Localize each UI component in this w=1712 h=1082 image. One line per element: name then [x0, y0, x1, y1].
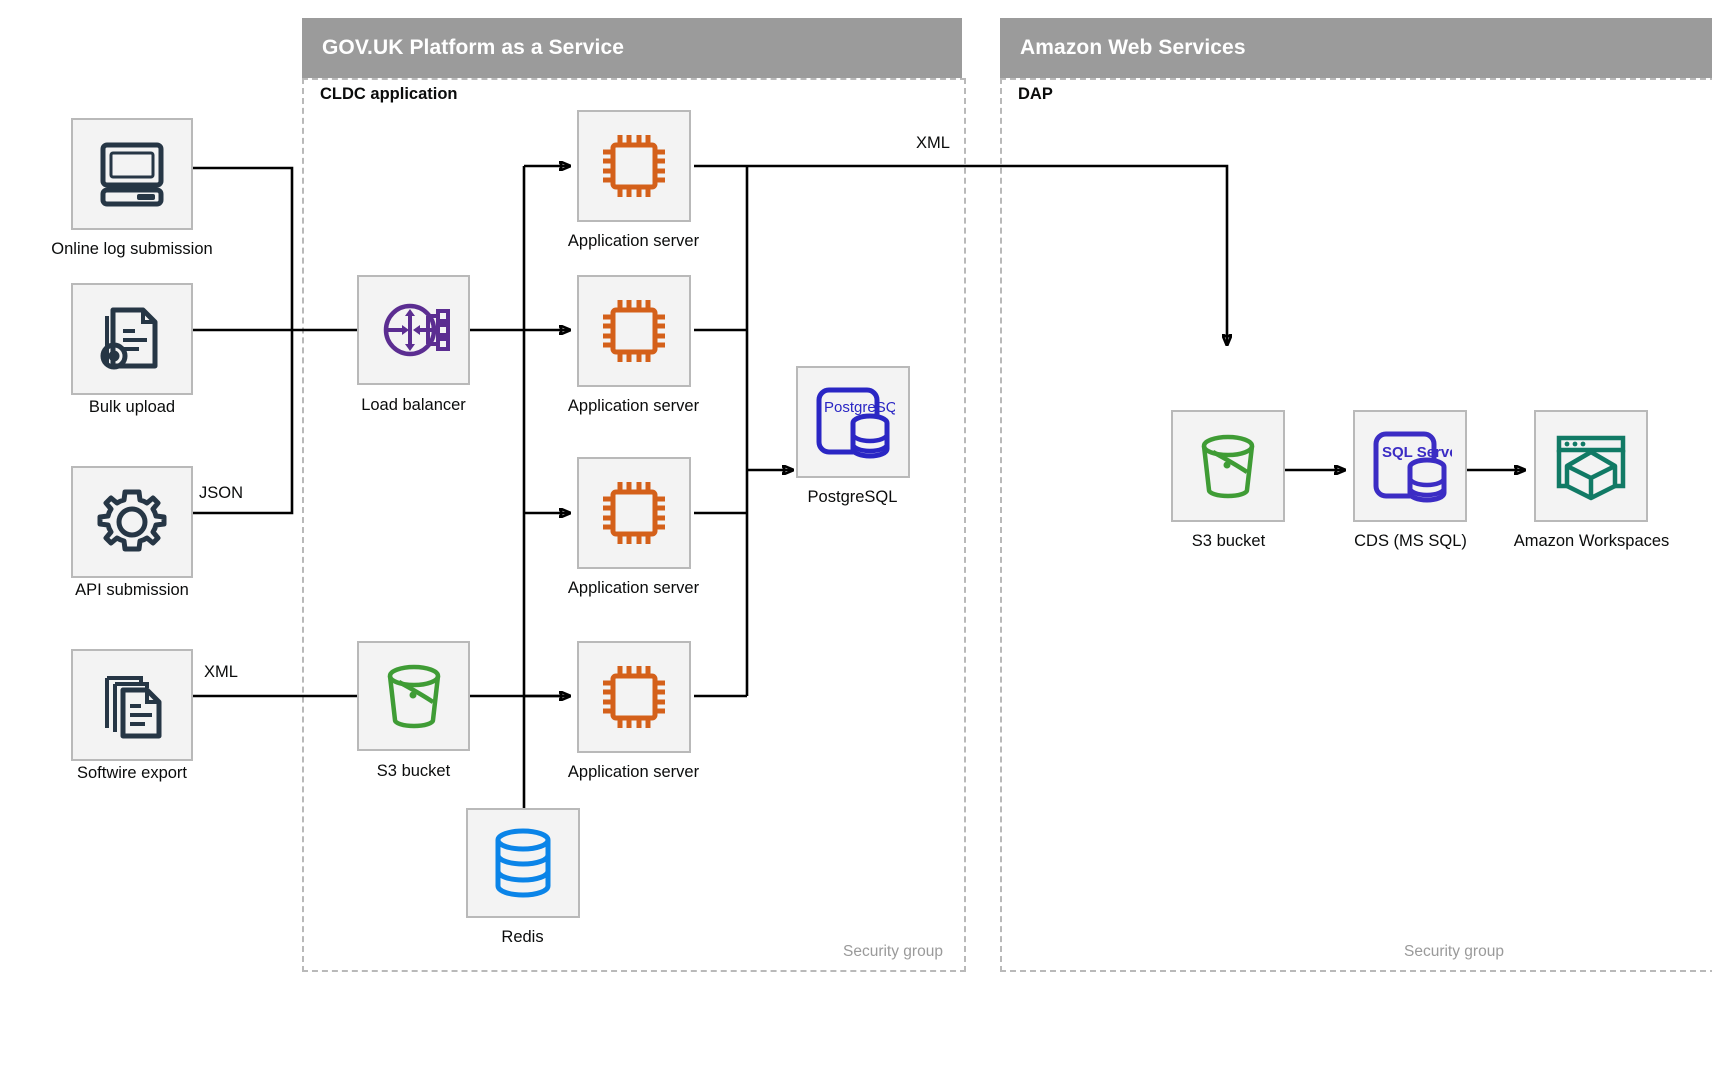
postgresql-database-icon: PostgreSQL: [811, 382, 895, 462]
paas-security-group-label: Security group: [843, 943, 943, 960]
node-app-server-3[interactable]: [577, 457, 691, 569]
caption-amazon-workspaces: Amazon Workspaces: [1513, 532, 1670, 550]
bucket-icon: [1191, 430, 1265, 502]
caption-s3-bucket-paas: S3 bucket: [376, 762, 451, 780]
cldc-application-label: CLDC application: [320, 85, 458, 103]
gear-icon: [96, 486, 168, 558]
paas-banner: GOV.UK Platform as a Service: [302, 18, 962, 78]
caption-redis: Redis: [501, 928, 544, 946]
dap-label: DAP: [1018, 85, 1053, 103]
paas-zone: [302, 78, 966, 972]
node-app-server-2[interactable]: [577, 275, 691, 387]
caption-bulk-upload: Bulk upload: [88, 398, 176, 416]
edge-label-xml-softwire: XML: [204, 663, 238, 681]
cpu-chip-icon: [595, 292, 673, 370]
documents-stack-icon: [97, 670, 167, 740]
edge-label-json: JSON: [199, 484, 244, 502]
node-softwire-export[interactable]: [71, 649, 193, 761]
aws-security-group-label: Security group: [1404, 943, 1504, 960]
caption-app-server-2: Application server: [567, 397, 700, 415]
cpu-chip-icon: [595, 474, 673, 552]
aws-zone: [1000, 78, 1712, 972]
node-redis[interactable]: [466, 808, 580, 918]
database-cylinder-icon: [492, 827, 554, 899]
workspaces-cube-icon: [1551, 428, 1631, 504]
node-s3-bucket-aws[interactable]: [1171, 410, 1285, 522]
caption-app-server-4: Application server: [567, 763, 700, 781]
cpu-chip-icon: [595, 127, 673, 205]
node-api-submission[interactable]: [71, 466, 193, 578]
paas-banner-title: GOV.UK Platform as a Service: [322, 36, 624, 59]
node-s3-bucket-paas[interactable]: [357, 641, 470, 751]
sqlserver-badge-text: SQL Server: [1382, 444, 1452, 461]
load-balancer-icon: [376, 292, 452, 368]
bucket-icon: [377, 660, 451, 732]
node-cds-ms-sql[interactable]: SQL Server: [1353, 410, 1467, 522]
node-app-server-1[interactable]: [577, 110, 691, 222]
node-online-log-submission[interactable]: [71, 118, 193, 230]
caption-api-submission: API submission: [75, 581, 189, 599]
cpu-chip-icon: [595, 658, 673, 736]
postgresql-badge-text: PostgreSQL: [824, 399, 895, 416]
caption-postgresql: PostgreSQL: [807, 488, 898, 506]
node-bulk-upload[interactable]: [71, 283, 193, 395]
caption-s3-bucket-aws: S3 bucket: [1191, 532, 1266, 550]
edge-label-xml-dap: XML: [916, 134, 950, 152]
desktop-computer-icon: [97, 141, 167, 207]
document-gear-icon: [97, 304, 167, 374]
aws-banner: Amazon Web Services: [1000, 18, 1712, 78]
caption-load-balancer: Load balancer: [361, 396, 466, 414]
sqlserver-database-icon: SQL Server: [1368, 426, 1452, 506]
node-app-server-4[interactable]: [577, 641, 691, 753]
caption-softwire-export: Softwire export: [76, 764, 188, 782]
caption-app-server-1: Application server: [567, 232, 700, 250]
caption-online-log-submission: Online log submission: [51, 240, 213, 258]
node-load-balancer[interactable]: [357, 275, 470, 385]
aws-banner-title: Amazon Web Services: [1020, 36, 1246, 59]
node-amazon-workspaces[interactable]: [1534, 410, 1648, 522]
node-postgresql[interactable]: PostgreSQL: [796, 366, 910, 478]
caption-cds-ms-sql: CDS (MS SQL): [1354, 532, 1467, 550]
caption-app-server-3: Application server: [567, 579, 700, 597]
